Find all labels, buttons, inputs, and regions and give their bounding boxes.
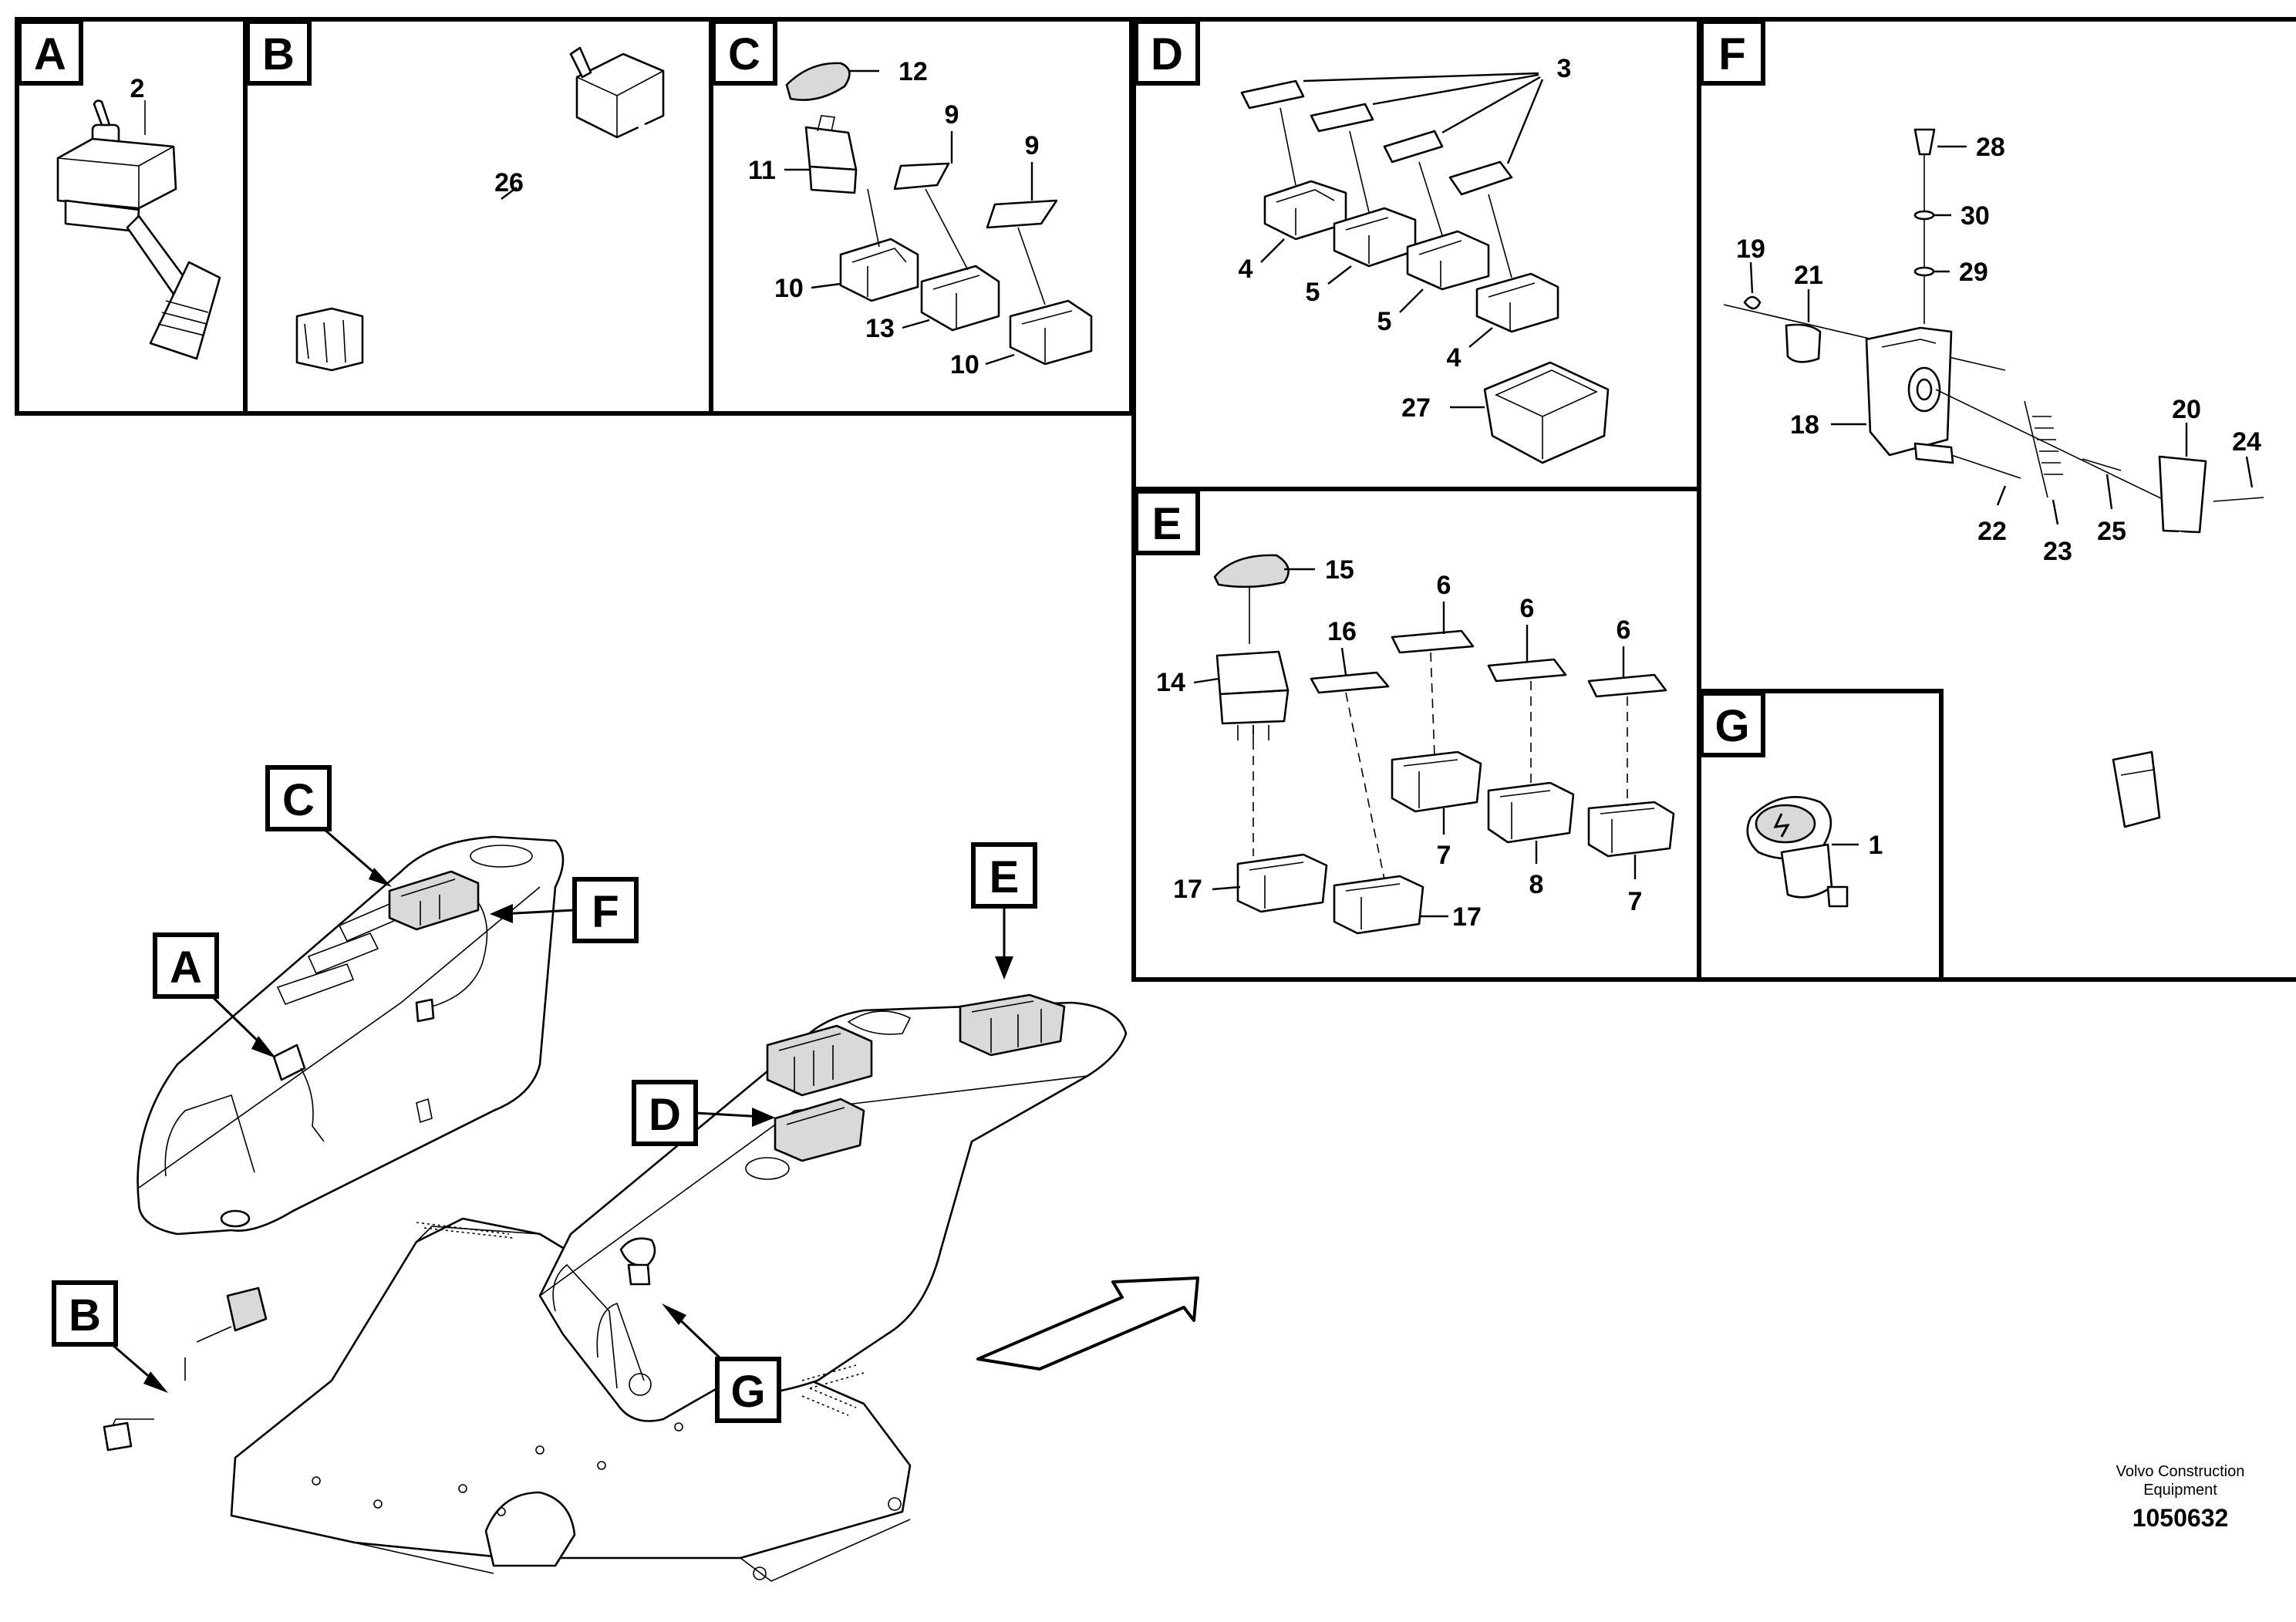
panel-B-leader-26 [501, 187, 518, 200]
panel-D-label-4b: 4 [1447, 343, 1462, 373]
panel-letter-G: G [1699, 691, 1765, 757]
callout-E-text: E [990, 852, 1020, 902]
panel-C-label-10a: 10 [774, 274, 804, 303]
panel-E-label-6c: 6 [1617, 615, 1631, 645]
panel-letter-D: D [1134, 19, 1200, 86]
panel-letter-G-text: G [1714, 701, 1749, 751]
panel-F-leader-25 [2106, 474, 2113, 510]
panel-letter-E-text: E [1152, 499, 1182, 549]
panel-F-label-18: 18 [1790, 410, 1819, 440]
left-console-drawing [137, 835, 565, 1236]
panel-F-leader-19 [1749, 261, 1754, 294]
panel-F-label-24: 24 [2232, 427, 2261, 457]
panel-letter-A-text: A [34, 29, 66, 79]
panel-letter-B-text: B [262, 29, 295, 79]
callout-F: F [490, 877, 639, 943]
panel-D-drawing [1240, 79, 1610, 464]
panel-F-label-30: 30 [1961, 201, 1990, 231]
panel-F-label-22: 22 [1977, 517, 2007, 546]
panel-C-drawing [785, 62, 1093, 366]
callout-B: B [52, 1280, 168, 1393]
panel-F-label-23: 23 [2043, 537, 2072, 566]
panel-F-leader-22 [1996, 485, 2007, 506]
callout-G-text: G [730, 1367, 765, 1417]
panel-F-label-28: 28 [1976, 133, 2005, 162]
panel-F-label-29: 29 [1959, 258, 1988, 287]
panel-E-label-8: 8 [1529, 870, 1544, 899]
panel-D-label-5b: 5 [1377, 307, 1392, 336]
panel-letter-C-text: C [728, 29, 760, 79]
callout-A-text: A [170, 943, 202, 993]
panel-D-label-3: 3 [1557, 54, 1572, 83]
panel-C-label-12: 12 [899, 57, 928, 86]
panel-D-leader-4b [1468, 327, 1493, 348]
panel-C-label-9b: 9 [1025, 131, 1040, 160]
panel-letter-F-text: F [1718, 29, 1745, 79]
panel-D-leader-3 [1303, 72, 1544, 164]
callout-A: A [153, 932, 276, 1058]
panel-letter-F: F [1699, 19, 1765, 86]
panel-E-label-15: 15 [1325, 555, 1354, 585]
callout-C-text: C [282, 775, 315, 825]
panel-F-label-19: 19 [1736, 234, 1765, 264]
floor-plate-drawing [230, 1217, 912, 1582]
callout-G: G [662, 1303, 781, 1423]
panel-letter-D-text: D [1151, 29, 1183, 79]
panel-E-label-17b: 17 [1452, 902, 1482, 932]
panel-D-leader-5b [1399, 288, 1424, 313]
panel-F-leader-24 [2245, 456, 2254, 488]
footer-drawing-number: 1050632 [2132, 1504, 2229, 1532]
panel-D-label-27: 27 [1401, 393, 1431, 423]
direction-arrow [976, 1276, 1199, 1371]
panel-C-label-11: 11 [748, 156, 776, 185]
callout-D: D [632, 1080, 775, 1146]
panel-C-label-10b: 10 [950, 350, 979, 379]
panel-letter-E: E [1134, 489, 1200, 555]
panel-A-label-2: 2 [130, 74, 145, 103]
panel-frames [15, 17, 2296, 982]
panel-D-leader-5a [1327, 265, 1352, 285]
callout-C: C [265, 765, 392, 887]
panel-F-label-21: 21 [1794, 261, 1823, 290]
panel-C-label-9a: 9 [945, 100, 959, 130]
panel-E-leader-17a [1212, 885, 1241, 891]
panel-B-label-26: 26 [494, 168, 524, 197]
panel-C-label-13: 13 [865, 314, 895, 343]
panel-E-label-17a: 17 [1173, 875, 1202, 904]
panel-G-drawing [1746, 796, 1849, 908]
panel-F-leader-23 [2052, 499, 2059, 525]
panel-A-drawing [56, 99, 221, 360]
panel-E-label-14: 14 [1156, 668, 1185, 697]
panel-letter-B: B [245, 19, 312, 86]
panel-E-drawing [1213, 554, 1675, 935]
right-console-drawing [538, 993, 1128, 1422]
panel-C-leader-10a [811, 282, 841, 289]
footer-company: Volvo Construction Equipment [2116, 1463, 2245, 1499]
floor-harness-drawing [103, 1286, 268, 1452]
panel-D-label-4a: 4 [1239, 255, 1253, 284]
panel-F-drawing [1723, 128, 2264, 828]
panel-F-label-20: 20 [2172, 395, 2201, 424]
panel-C-leader-10b [985, 353, 1015, 366]
callout-D-text: D [649, 1090, 681, 1140]
panel-D-leader-4a [1260, 238, 1285, 263]
panel-E-leader-16 [1340, 647, 1347, 676]
panel-letter-A: A [17, 19, 83, 86]
callout-F-text: F [592, 887, 619, 937]
panel-B-drawing [295, 46, 665, 372]
panel-G-label-1: 1 [1869, 831, 1883, 860]
callout-E: E [971, 842, 1037, 980]
panel-E-label-7b: 7 [1628, 887, 1643, 916]
panel-letter-C: C [711, 19, 777, 86]
panel-C-leader-13 [902, 319, 930, 329]
panel-E-label-7a: 7 [1437, 841, 1451, 870]
panel-F-label-25: 25 [2097, 517, 2126, 546]
callout-B-text: B [69, 1290, 101, 1340]
panel-E-label-6a: 6 [1437, 571, 1451, 600]
panel-D-label-5a: 5 [1306, 278, 1320, 307]
panel-E-leader-14 [1193, 677, 1219, 684]
panel-E-label-16: 16 [1327, 617, 1357, 646]
panel-E-label-6b: 6 [1520, 594, 1535, 623]
